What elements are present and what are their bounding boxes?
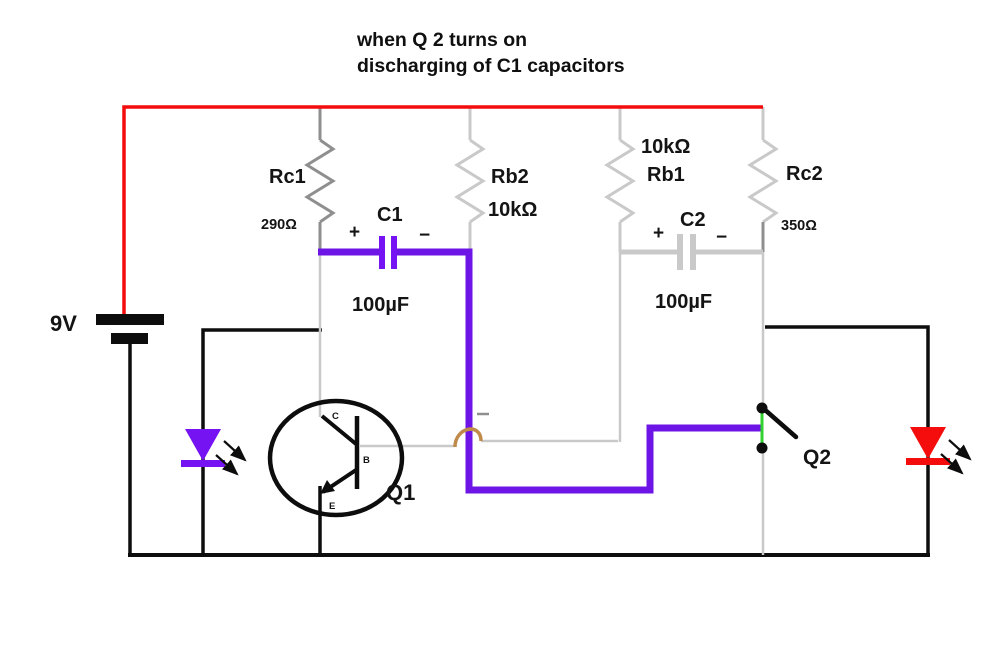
q1-transistor-circle	[267, 398, 405, 518]
led2-light-arrow-2	[940, 453, 964, 475]
rc1-label: Rc1	[269, 166, 306, 188]
rb1-label: Rb1	[647, 164, 685, 186]
led1-light-arrow-1	[223, 440, 247, 462]
rc1-value: 290Ω	[261, 217, 297, 233]
led1-branch-wire	[201, 328, 322, 557]
led2-cathode-bar	[906, 458, 950, 465]
title-line-2: discharging of C1 capacitors	[357, 55, 625, 77]
q2-label: Q2	[803, 446, 832, 469]
q1-label: Q1	[386, 480, 416, 505]
led1-light-arrow-2	[215, 454, 239, 476]
c2-value: 100µF	[655, 291, 713, 313]
rc2-value: 350Ω	[781, 218, 817, 234]
rb2-value: 10kΩ	[488, 199, 538, 221]
q2-switch-contact-bottom	[756, 442, 768, 454]
c1-minus-sign: −	[419, 225, 431, 246]
c2-minus-sign: −	[716, 227, 728, 248]
diagram-title: when Q 2 turns on discharging of C1 capa…	[357, 27, 625, 79]
battery-positive-plate	[96, 314, 164, 325]
rc2-label: Rc2	[786, 163, 823, 185]
c1-plus-sign: +	[349, 222, 361, 243]
rb2-label: Rb2	[491, 166, 529, 188]
c2-plus-sign: +	[653, 223, 665, 244]
q1-emitter-arrowhead	[320, 480, 335, 494]
q1-collector-lead	[320, 414, 358, 446]
led1-cathode-bar	[181, 460, 225, 467]
c2-label: C2	[680, 209, 706, 231]
battery-negative-plate	[111, 333, 148, 344]
q1-collector-letter: C	[332, 411, 339, 422]
c1-label: C1	[377, 204, 403, 226]
positive-rail-wire	[122, 105, 763, 318]
wire-hop-arc	[453, 427, 483, 448]
led2-red-icon	[910, 427, 946, 459]
q2-switch-lever	[761, 406, 799, 440]
rb1-value: 10kΩ	[641, 136, 691, 158]
led2-branch-wire	[765, 325, 930, 557]
q1-base-letter: B	[363, 455, 370, 466]
q2-switch-contact-top	[756, 402, 768, 414]
rc2-resistor	[748, 138, 778, 224]
led2-light-arrow-1	[948, 439, 972, 461]
c2-plate-right	[690, 234, 696, 270]
title-line-1: when Q 2 turns on	[357, 29, 528, 51]
c1-plate-left	[379, 236, 385, 269]
battery-voltage-label: 9V	[50, 311, 77, 336]
c2-plate-left	[677, 234, 683, 270]
rb1-resistor	[605, 138, 635, 224]
c1-value: 100µF	[352, 294, 410, 316]
c1-discharge-path-wire	[397, 248, 762, 494]
rc1-resistor	[305, 138, 335, 224]
rb2-resistor	[455, 138, 485, 224]
q1-emitter-letter: E	[329, 501, 336, 512]
led1-purple-icon	[185, 429, 221, 461]
c1-plate-right	[391, 236, 397, 269]
